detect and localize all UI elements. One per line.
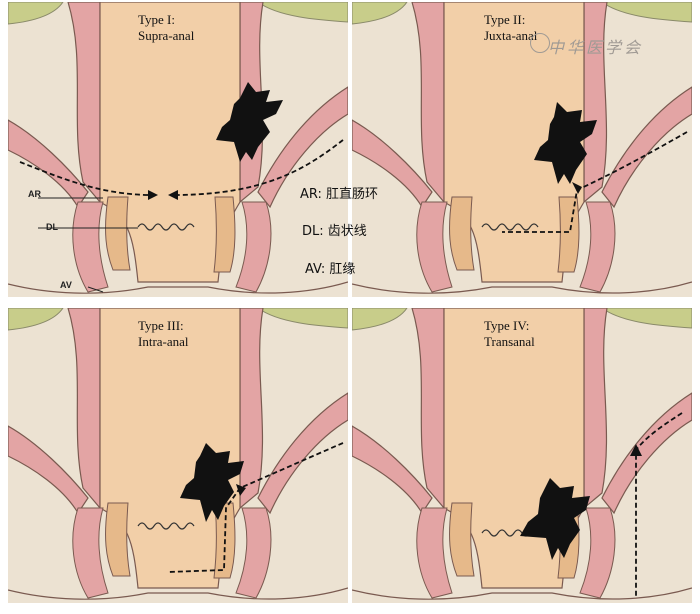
lesion-shape (520, 478, 590, 560)
panel-type-2: Type II: Juxta-anal (352, 2, 692, 297)
type-title: Type I: (138, 12, 175, 27)
lesion-shape (534, 102, 597, 184)
panel-type-4: Type IV: Transanal (352, 308, 692, 603)
type-subtitle: Juxta-anal (484, 28, 538, 43)
panel-type-3: Type III: Intra-anal (8, 308, 348, 603)
type-title: Type IV: (484, 318, 530, 333)
anatomy-illustration (352, 2, 692, 294)
legend-ar: AR: 肛直肠环 (300, 187, 379, 202)
type-label: Type IV: Transanal (484, 318, 535, 350)
panel-type-1: Type I: Supra-anal AR DL AV (8, 2, 348, 297)
label-ar: AR (28, 189, 41, 199)
type-subtitle: Intra-anal (138, 334, 189, 349)
type-label: Type II: Juxta-anal (484, 12, 537, 44)
type-label: Type I: Supra-anal (138, 12, 194, 44)
type-title: Type II: (484, 12, 526, 27)
type-title: Type III: (138, 318, 184, 333)
type-label: Type III: Intra-anal (138, 318, 189, 350)
legend-dl: DL: 齿状线 (302, 224, 367, 239)
lesion-shape (180, 443, 244, 522)
legend-av: AV: 肛缘 (305, 262, 356, 277)
label-av: AV (60, 280, 72, 290)
anatomy-illustration (8, 2, 348, 294)
label-dl: DL (46, 222, 58, 232)
type-subtitle: Supra-anal (138, 28, 195, 43)
watermark-seal-icon (530, 33, 550, 53)
watermark: 中华医学会 (548, 38, 644, 57)
lesion-shape (216, 82, 283, 162)
type-subtitle: Transanal (484, 334, 535, 349)
anatomy-illustration (352, 308, 692, 600)
anatomy-illustration (8, 308, 348, 600)
